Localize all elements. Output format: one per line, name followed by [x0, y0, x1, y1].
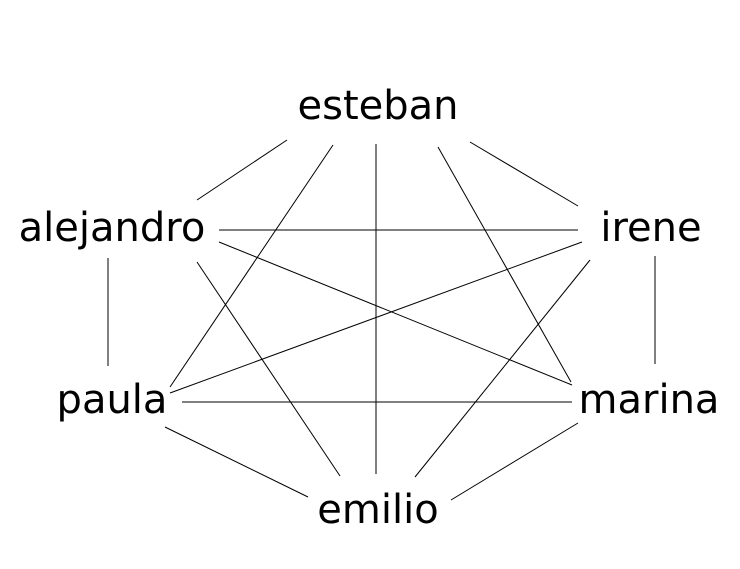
node-label-paula: paula [57, 377, 168, 423]
edge-alejandro-emilio [196, 261, 341, 477]
node-label-alejandro: alejandro [19, 205, 206, 251]
graph-nodes: esteban alejandro irene paula marina emilio [19, 83, 720, 533]
edge-irene-emilio [414, 259, 591, 478]
graph-edges [107, 139, 656, 501]
node-label-marina: marina [579, 377, 720, 423]
edge-esteban-marina [437, 146, 572, 383]
edge-esteban-paula [169, 144, 334, 388]
edge-esteban-irene [469, 141, 579, 207]
edge-irene-paula [169, 241, 583, 394]
edge-esteban-alejandro [196, 139, 288, 201]
node-label-esteban: esteban [298, 83, 459, 129]
edge-alejandro-marina [218, 241, 573, 386]
edge-paula-emilio [164, 426, 309, 498]
node-label-irene: irene [600, 205, 701, 251]
node-label-emilio: emilio [317, 487, 438, 533]
edge-marina-emilio [450, 422, 579, 501]
